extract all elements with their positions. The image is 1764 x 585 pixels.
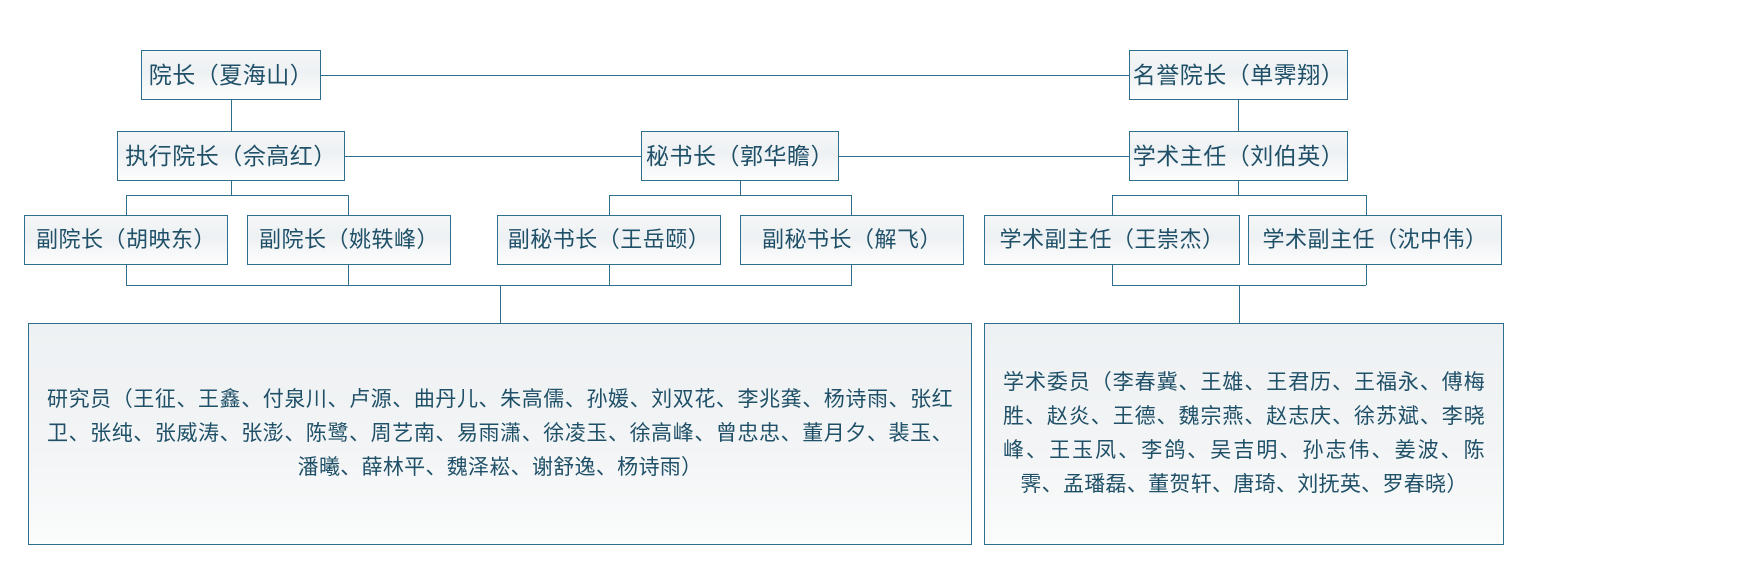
node-secretary-general-label: 秘书长（郭华瞻） <box>646 142 834 169</box>
node-secretary-general[interactable]: 秘书长（郭华瞻） <box>641 131 839 181</box>
link-executive-to-vice-dean-1 <box>126 195 127 215</box>
node-academic-vice-director-1-label: 学术副主任（王崇杰） <box>999 227 1225 253</box>
link-dean-to-honorary <box>321 75 1129 76</box>
node-academic-vice-director-2[interactable]: 学术副主任（沈中伟） <box>1248 215 1502 265</box>
panel-academic-committee-label: 学术委员（李春冀、王雄、王君历、王福永、傅梅胜、赵炎、王德、魏宗燕、赵志庆、徐苏… <box>1003 370 1485 497</box>
node-deputy-secretary-1-label: 副秘书长（王岳颐） <box>507 227 711 253</box>
link-secretary-to-deputy-1 <box>609 195 610 215</box>
link-honorary-to-academic-director <box>1238 100 1239 131</box>
link-secretary-bus <box>609 195 851 196</box>
node-executive-dean[interactable]: 执行院长（佘高红） <box>117 131 345 181</box>
node-dean[interactable]: 院长（夏海山） <box>141 50 321 100</box>
link-dean-to-executive <box>231 100 232 131</box>
node-vice-dean-2[interactable]: 副院长（姚轶峰） <box>247 215 451 265</box>
link-deputy-1-drop <box>609 265 610 285</box>
node-deputy-secretary-2[interactable]: 副秘书长（解飞） <box>740 215 964 265</box>
link-secretary-drop <box>740 181 741 195</box>
link-academic-director-bus <box>1112 195 1366 196</box>
panel-researchers[interactable]: 研究员（王征、王鑫、付泉川、卢源、曲丹儿、朱高儒、孙媛、刘双花、李兆龚、杨诗雨、… <box>28 323 972 545</box>
node-deputy-secretary-2-label: 副秘书长（解飞） <box>761 227 942 253</box>
link-academic-director-drop <box>1238 181 1239 195</box>
link-secretary-to-academic-director <box>839 156 1129 157</box>
link-executive-drop <box>231 181 232 195</box>
node-academic-director[interactable]: 学术主任（刘伯英） <box>1129 131 1348 181</box>
link-right-merge-to-committee <box>1239 285 1240 323</box>
node-academic-vice-director-1[interactable]: 学术副主任（王崇杰） <box>984 215 1240 265</box>
link-executive-bus <box>126 195 348 196</box>
node-honorary-dean-label: 名誉院长（单霁翔） <box>1132 61 1345 88</box>
link-academic-to-vice-2 <box>1366 195 1367 215</box>
node-vice-dean-1[interactable]: 副院长（胡映东） <box>24 215 228 265</box>
node-academic-vice-director-2-label: 学术副主任（沈中伟） <box>1262 227 1488 253</box>
node-honorary-dean[interactable]: 名誉院长（单霁翔） <box>1129 50 1348 100</box>
link-academic-to-vice-1 <box>1112 195 1113 215</box>
node-executive-dean-label: 执行院长（佘高红） <box>125 142 337 169</box>
link-left-merge-to-researchers <box>500 285 501 323</box>
node-dean-label: 院长（夏海山） <box>148 61 314 88</box>
link-executive-to-secretary <box>345 156 641 157</box>
link-executive-to-vice-dean-2 <box>348 195 349 215</box>
panel-researchers-label: 研究员（王征、王鑫、付泉川、卢源、曲丹儿、朱高儒、孙媛、刘双花、李兆龚、杨诗雨、… <box>47 387 953 479</box>
panel-academic-committee[interactable]: 学术委员（李春冀、王雄、王君历、王福永、傅梅胜、赵炎、王德、魏宗燕、赵志庆、徐苏… <box>984 323 1504 545</box>
link-left-merge-bus <box>126 285 852 286</box>
node-academic-director-label: 学术主任（刘伯英） <box>1132 142 1345 169</box>
link-academic-vice-1-drop <box>1112 265 1113 285</box>
link-vice-dean-2-drop <box>348 265 349 285</box>
link-vice-dean-1-drop <box>126 265 127 285</box>
node-vice-dean-2-label: 副院长（姚轶峰） <box>258 227 439 253</box>
link-deputy-2-drop <box>851 265 852 285</box>
node-deputy-secretary-1[interactable]: 副秘书长（王岳颐） <box>497 215 721 265</box>
link-academic-vice-2-drop <box>1366 265 1367 285</box>
link-secretary-to-deputy-2 <box>851 195 852 215</box>
node-vice-dean-1-label: 副院长（胡映东） <box>35 227 216 253</box>
